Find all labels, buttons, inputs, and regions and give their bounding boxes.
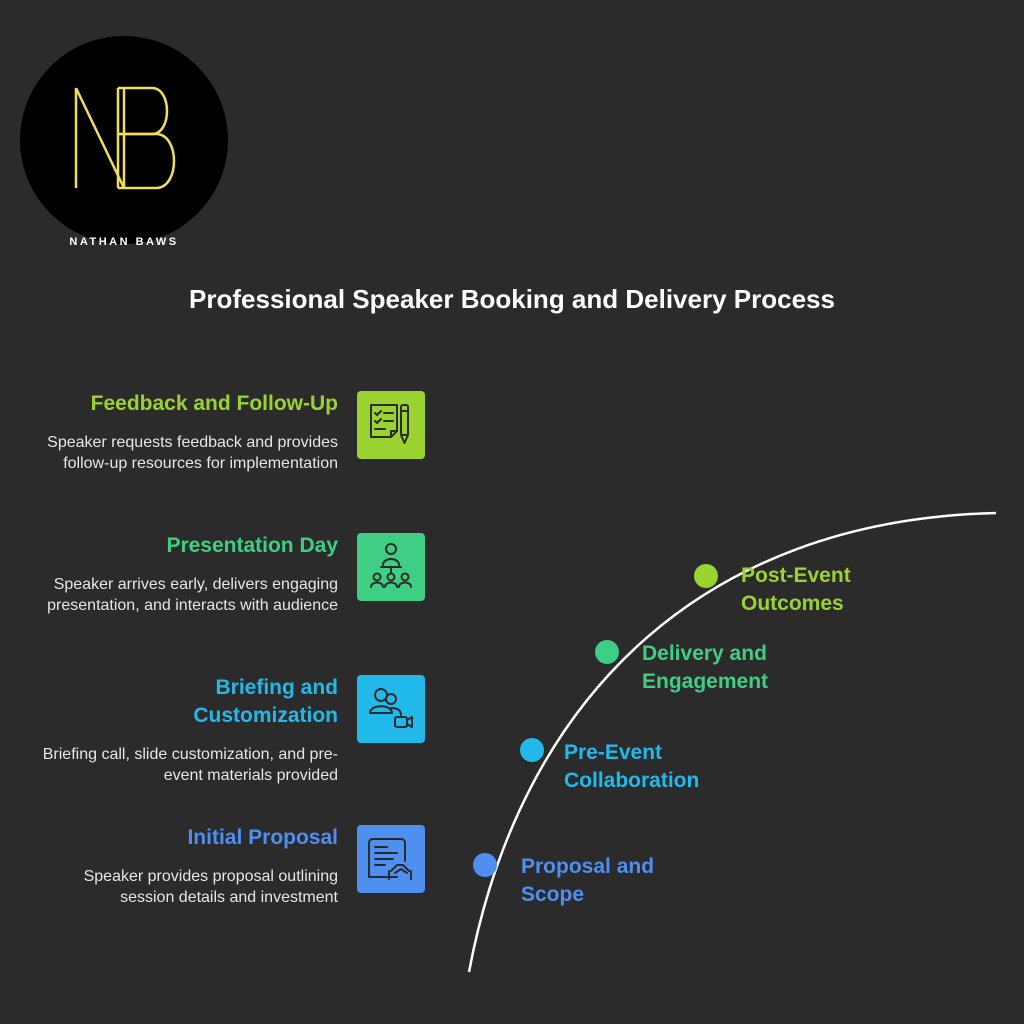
contract-handshake-icon: [357, 825, 425, 893]
brand-name: NATHAN BAWS: [69, 236, 179, 248]
step-title: Presentation Day: [166, 534, 338, 557]
step-description: Speaker requests feedback and provides f…: [47, 434, 338, 472]
milestone-label-pre-event: Pre-Event Collaboration: [564, 741, 700, 792]
milestone-label-proposal: Proposal and Scope: [521, 855, 655, 906]
milestone-label-post-event: Post-Event Outcomes: [741, 564, 851, 615]
milestone-dot-proposal: [473, 853, 497, 877]
brand-logo: NATHAN BAWS: [20, 36, 228, 248]
milestone-dot-delivery: [595, 640, 619, 664]
video-call-icon: [357, 675, 425, 743]
page-title: Professional Speaker Booking and Deliver…: [189, 284, 835, 314]
step-initial-proposal: Initial Proposal Speaker provides propos…: [38, 824, 338, 934]
curve-path: [467, 511, 997, 973]
checklist-pen-icon: [357, 391, 425, 459]
step-description: Briefing call, slide customization, and …: [42, 746, 338, 784]
step-presentation-day: Presentation Day Speaker arrives early, …: [38, 532, 338, 642]
step-feedback-follow-up: Feedback and Follow-Up Speaker requests …: [38, 390, 338, 500]
nb-monogram-icon: [74, 86, 176, 190]
step-title: Feedback and Follow-Up: [90, 392, 338, 415]
step-briefing-customization: Briefing and Customization Briefing call…: [38, 674, 338, 794]
step-description: Speaker provides proposal outlining sess…: [83, 868, 338, 906]
step-title: Initial Proposal: [187, 826, 338, 849]
step-description: Speaker arrives early, delivers engaging…: [47, 576, 338, 614]
milestone-dot-post-event: [694, 564, 718, 588]
presenter-audience-icon: [357, 533, 425, 601]
milestone-label-delivery: Delivery and Engagement: [642, 642, 769, 693]
step-title: Briefing and Customization: [193, 676, 338, 727]
milestone-dot-pre-event: [520, 738, 544, 762]
